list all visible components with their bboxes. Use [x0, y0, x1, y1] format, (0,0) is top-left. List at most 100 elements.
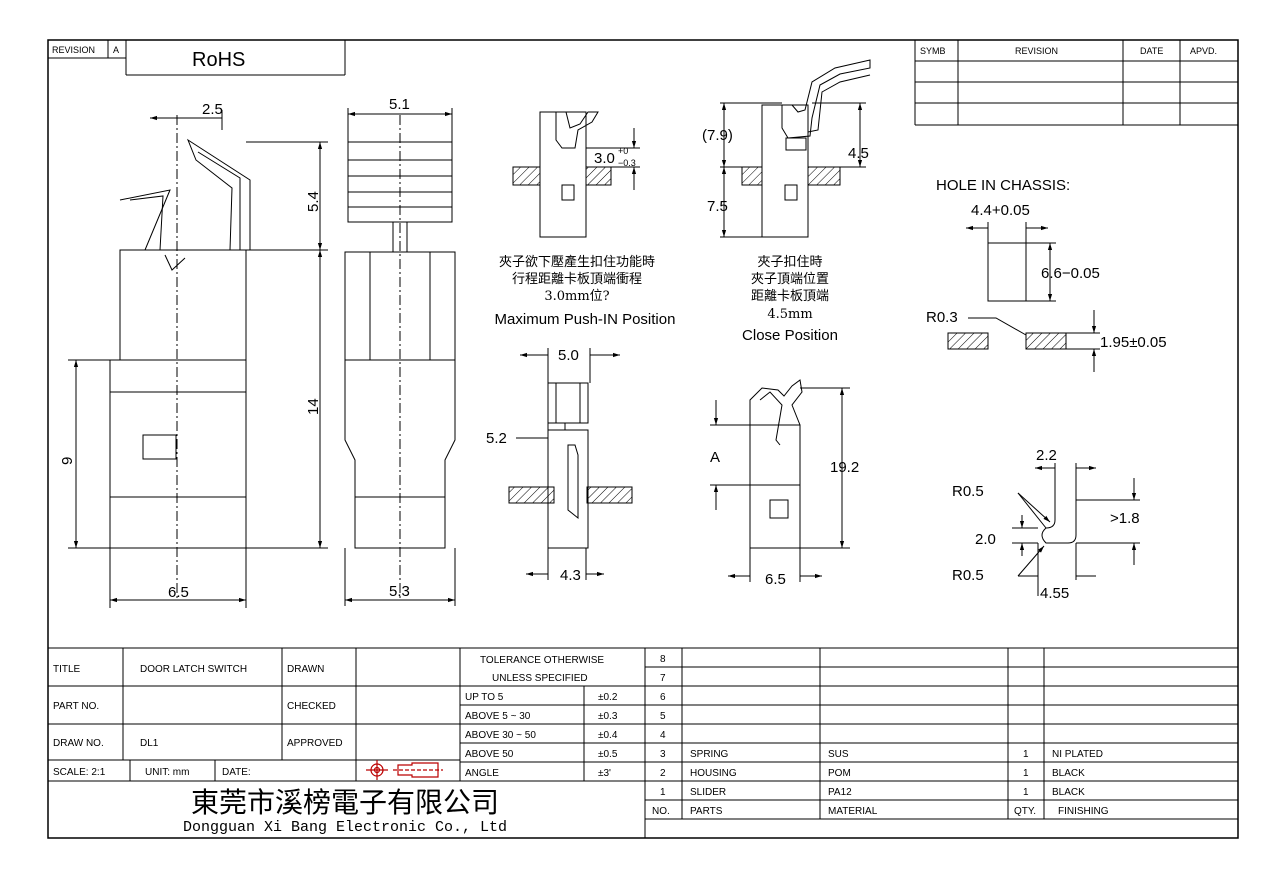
dim-r0-3: R0.3: [926, 309, 958, 326]
close-note-en: Close Position: [742, 327, 838, 344]
dim-4-55: 4.55: [1040, 585, 1069, 602]
company-name-en: Dongguan Xi Bang Electronic Co., Ltd: [183, 819, 507, 836]
dim-5-2: 5.2: [486, 430, 507, 447]
push-in-view: [512, 111, 640, 238]
dim-1-8: >1.8: [1110, 510, 1140, 527]
dim-2-2: 2.2: [1036, 447, 1057, 464]
section-view: [508, 348, 633, 580]
dim-5-0: 5.0: [558, 347, 579, 364]
draw-no-value: DL1: [140, 738, 159, 749]
dim-5-4: 5.4: [305, 191, 322, 212]
rohs-label: RoHS: [192, 49, 245, 71]
dim-5-1: 5.1: [389, 96, 410, 113]
rev-header-symb: SYMB: [920, 46, 946, 56]
scale-label: SCALE: 2:1: [53, 767, 106, 778]
rev-header-apvd: APVD.: [1190, 46, 1217, 56]
company-name-cn: 東莞市溪榜電子有限公司: [191, 786, 499, 819]
bom-qty: 1: [1023, 768, 1029, 779]
bom-no: 1: [660, 787, 666, 798]
date-label: DATE:: [222, 767, 251, 778]
dim-3-0-tol-dn: −0.3: [618, 158, 636, 168]
title-value: DOOR LATCH SWITCH: [140, 664, 247, 675]
tolerance-value: ±0.2: [598, 692, 618, 703]
tolerance-title-1: TOLERANCE OTHERWISE: [480, 655, 604, 666]
tolerance-range: ANGLE: [465, 768, 499, 779]
revision-box: REVISION A RoHS: [48, 40, 346, 76]
bom-no: 8: [660, 654, 666, 665]
bom-header-part: PARTS: [690, 806, 723, 817]
part-no-label: PART NO.: [53, 701, 99, 712]
dim-6-5-assembly: 6.5: [765, 571, 786, 588]
bom-qty: 1: [1023, 749, 1029, 760]
dim-2-5: 2.5: [202, 101, 223, 118]
dim-a: A: [710, 449, 720, 466]
title-label: TITLE: [53, 664, 81, 675]
bom-finishing: NI PLATED: [1052, 749, 1103, 760]
draw-no-label: DRAW NO.: [53, 738, 104, 749]
bom-qty: 1: [1023, 787, 1029, 798]
bom-no: 6: [660, 692, 666, 703]
dim-19-2: 19.2: [830, 459, 859, 476]
close-note-cn-3: 距離卡板頂端: [751, 289, 829, 304]
unit-label: UNIT: mm: [145, 767, 189, 778]
dim-6-5-side: 6.5: [168, 584, 189, 601]
bom-header-material: MATERIAL: [828, 806, 878, 817]
bom-material: PA12: [828, 787, 852, 798]
front-view: [344, 108, 456, 606]
bom-material: POM: [828, 768, 851, 779]
dim-7-9: (7.9): [702, 127, 733, 144]
hole-view: [947, 222, 1100, 372]
bom-no: 3: [660, 749, 666, 760]
dim-3-0-tol-up: +0: [618, 146, 628, 156]
tolerance-value: ±0.5: [598, 749, 618, 760]
tolerance-value: ±0.4: [598, 730, 618, 741]
tolerance-range: ABOVE 50: [465, 749, 514, 760]
dim-r0-5-bottom: R0.5: [952, 567, 984, 584]
bom-no: 7: [660, 673, 666, 684]
side-view: [68, 110, 328, 608]
assembly-view: [710, 379, 850, 582]
checked-label: CHECKED: [287, 701, 336, 712]
dim-1-95: 1.95±0.05: [1100, 334, 1167, 351]
bom-no: 4: [660, 730, 666, 741]
bom-part: SPRING: [690, 749, 729, 760]
rev-header-revision: REVISION: [1015, 46, 1058, 56]
dim-2-0: 2.0: [975, 531, 996, 548]
bom-header-qty: QTY.: [1014, 806, 1036, 817]
push-note-en: Maximum Push-IN Position: [495, 311, 676, 328]
tolerance-title-2: UNLESS SPECIFIED: [492, 673, 588, 684]
spring-detail: [1012, 463, 1140, 596]
bom-material: SUS: [828, 749, 849, 760]
dim-4-3: 4.3: [560, 567, 581, 584]
close-note-cn-4: 4.5mm: [767, 307, 812, 322]
tolerance-range: ABOVE 5 ~ 30: [465, 711, 531, 722]
tolerance-value: ±3': [598, 768, 611, 779]
bom-table: 8 7 6 5 4 3 SPRING SUS 1 NI PLATED 2 HOU…: [652, 654, 1109, 817]
dim-hole-height: 6.6−0.05: [1041, 265, 1100, 282]
bom-header-no: NO.: [652, 806, 670, 817]
hole-title: HOLE IN CHASSIS:: [936, 177, 1070, 194]
close-note-cn-1: 夾子扣住時: [757, 255, 822, 270]
push-note-cn-3: 3.0mm位?: [544, 289, 609, 304]
bom-part: HOUSING: [690, 768, 737, 779]
dim-14: 14: [305, 398, 322, 415]
dim-hole-width: 4.4+0.05: [971, 202, 1030, 219]
dim-9: 9: [59, 457, 76, 465]
bom-no: 5: [660, 711, 666, 722]
bom-header-finishing: FINISHING: [1058, 806, 1109, 817]
tolerance-range: ABOVE 30 ~ 50: [465, 730, 536, 741]
approved-label: APPROVED: [287, 738, 343, 749]
dim-3-0: 3.0: [594, 150, 615, 167]
bom-finishing: BLACK: [1052, 787, 1085, 798]
bom-no: 2: [660, 768, 666, 779]
tolerance-value: ±0.3: [598, 711, 618, 722]
revision-label: REVISION: [52, 45, 95, 55]
rev-header-date: DATE: [1140, 46, 1163, 56]
revision-table: SYMB REVISION DATE APVD.: [914, 40, 1238, 126]
close-note-cn-2: 夾子頂端位置: [751, 272, 829, 287]
sheet-border: [47, 39, 1239, 839]
push-note-cn-1: 夾子欲下壓產生扣住功能時: [499, 254, 655, 270]
bom-finishing: BLACK: [1052, 768, 1085, 779]
push-note-cn-2: 行程距離卡板頂端衝程: [512, 272, 642, 287]
